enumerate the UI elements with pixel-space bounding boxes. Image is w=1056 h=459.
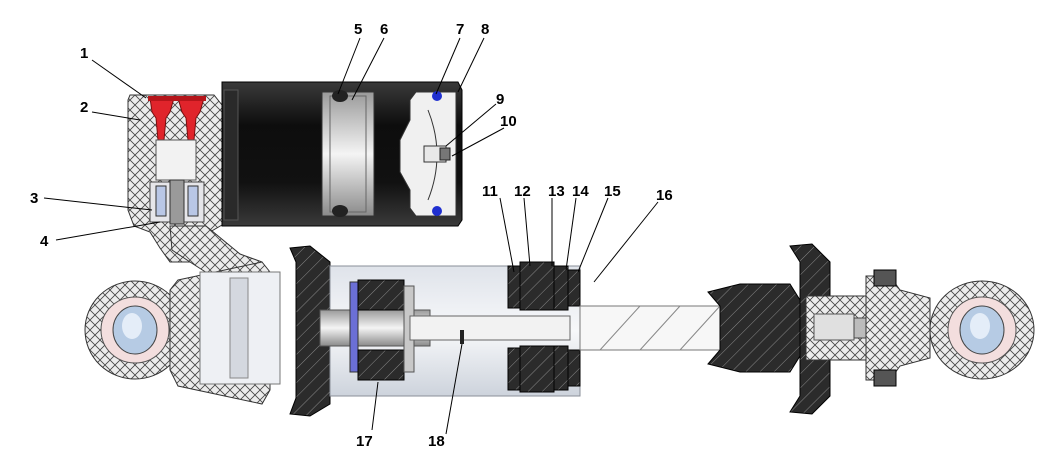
shaft-eyelet-assembly xyxy=(707,243,1035,415)
leader-2 xyxy=(91,111,141,121)
callout-17: 17 xyxy=(356,433,373,450)
leader-5 xyxy=(337,37,361,95)
callout-8: 8 xyxy=(481,21,489,38)
seal-head xyxy=(507,261,581,393)
left-eyelet-mount xyxy=(84,280,186,380)
callout-6: 6 xyxy=(380,21,388,38)
leader-lines xyxy=(43,37,659,435)
leader-10 xyxy=(451,127,505,157)
reservoir-end-cap xyxy=(399,91,457,217)
leader-12 xyxy=(523,197,531,267)
callout-5: 5 xyxy=(354,21,362,38)
reservoir-assembly xyxy=(127,81,463,281)
callout-16: 16 xyxy=(656,187,673,204)
main-piston xyxy=(357,279,415,381)
callout-11: 11 xyxy=(482,183,498,200)
callout-2: 2 xyxy=(80,99,88,116)
air-sleeve-clamp-left xyxy=(289,245,331,417)
callout-18: 18 xyxy=(428,433,445,450)
callout-9: 9 xyxy=(496,91,504,108)
floating-piston xyxy=(321,90,375,217)
callout-4: 4 xyxy=(40,233,49,250)
callout-12: 12 xyxy=(514,183,531,200)
callout-7: 7 xyxy=(456,21,464,38)
leader-17 xyxy=(371,381,379,431)
damper-body xyxy=(169,245,581,417)
leader-1 xyxy=(91,59,147,99)
callout-3: 3 xyxy=(30,190,38,207)
leader-15 xyxy=(577,197,609,273)
callout-1: 1 xyxy=(80,45,88,62)
callout-labels: 1 2 3 4 5 6 7 8 9 10 11 12 13 14 15 16 1… xyxy=(30,21,673,450)
leader-16 xyxy=(593,201,659,283)
callout-15: 15 xyxy=(604,183,621,200)
leader-4 xyxy=(55,221,161,241)
leader-14 xyxy=(565,197,577,271)
leader-11 xyxy=(499,197,515,273)
leader-6 xyxy=(351,37,385,101)
leader-7 xyxy=(435,37,461,95)
leader-18 xyxy=(445,343,463,435)
callout-14: 14 xyxy=(572,183,589,200)
leader-3 xyxy=(43,197,153,211)
callout-10: 10 xyxy=(500,113,517,130)
bottom-out-bumper xyxy=(707,283,801,373)
leader-8 xyxy=(457,37,485,93)
leader-9 xyxy=(445,103,497,147)
callout-13: 13 xyxy=(548,183,565,200)
